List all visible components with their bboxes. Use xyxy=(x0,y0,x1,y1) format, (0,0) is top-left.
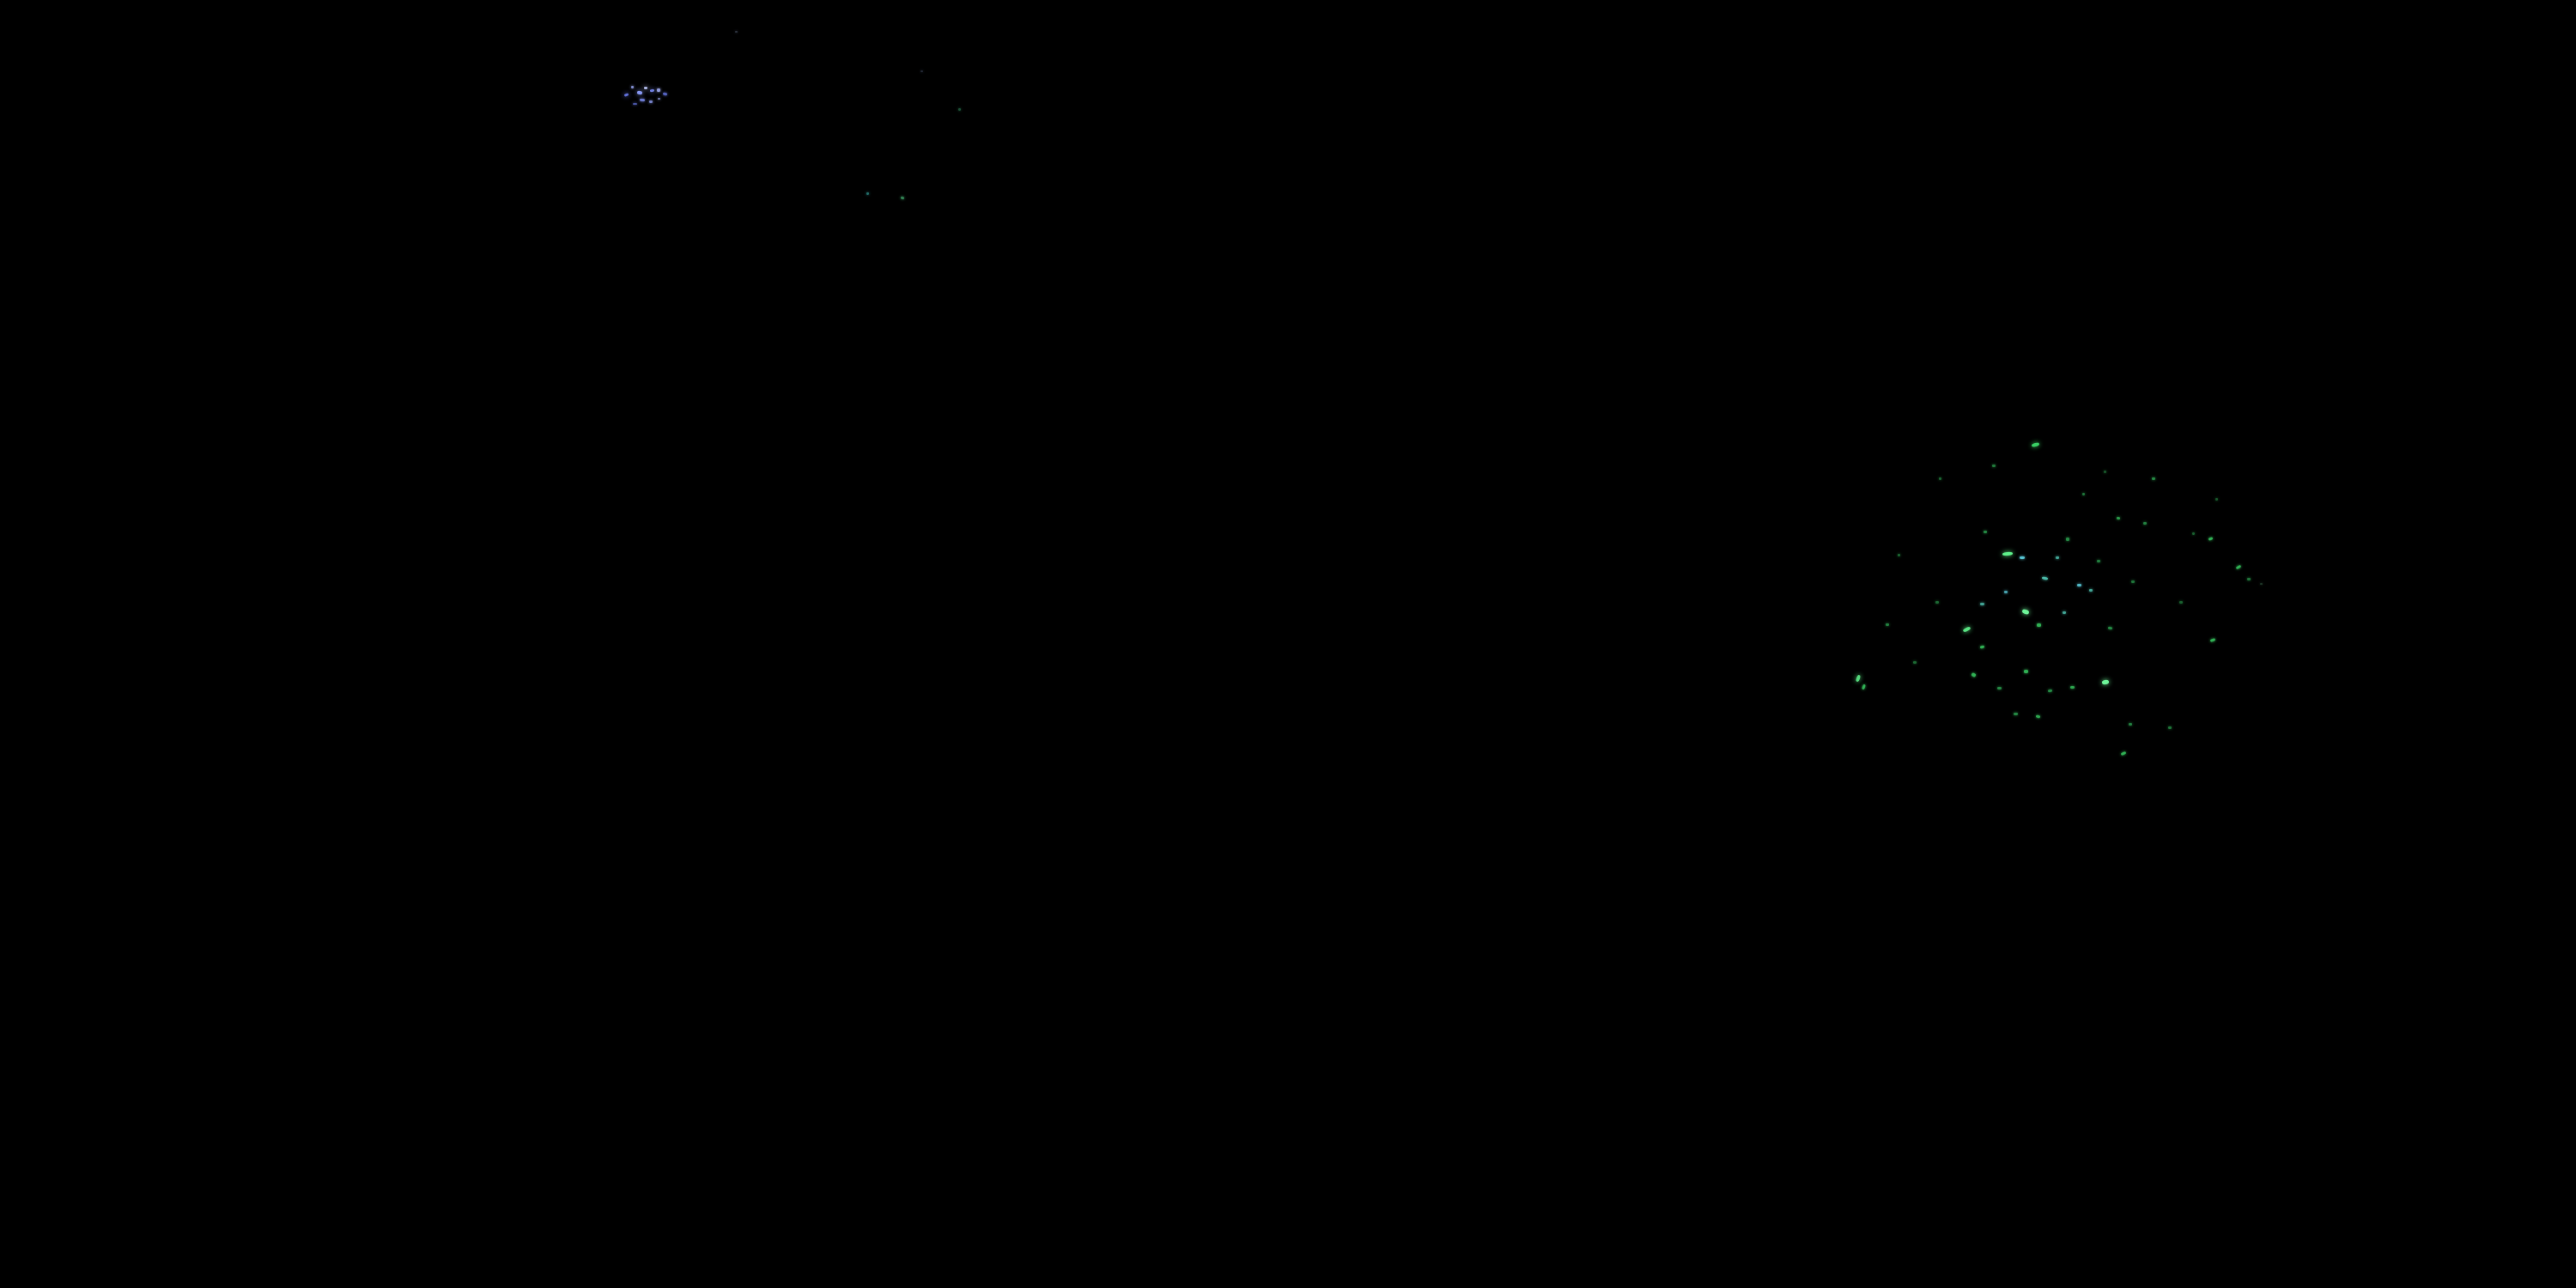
particle-green-cluster xyxy=(1984,531,1987,533)
particle-green-cluster xyxy=(2035,714,2041,719)
particle-green-cluster xyxy=(2192,532,2195,535)
particle-blue-cluster xyxy=(657,88,660,92)
particle-blue-cluster xyxy=(639,98,646,102)
particle-green-cluster xyxy=(2209,638,2216,642)
particle-green-cluster xyxy=(2004,591,2008,593)
particle-blue-cluster xyxy=(649,100,653,103)
particle-green-cluster xyxy=(2152,477,2155,480)
particle-green-cluster xyxy=(2070,686,2075,689)
particle-green-cluster xyxy=(1855,674,1862,683)
particle-blue-cluster xyxy=(649,88,655,93)
particle-green-cluster xyxy=(2047,689,2053,693)
particle-green-cluster xyxy=(1898,554,1900,556)
particle-green-cluster xyxy=(2021,608,2030,616)
particle-blue-cluster xyxy=(658,98,660,100)
particle-green-cluster xyxy=(2031,441,2040,448)
particle-green-cluster xyxy=(2129,723,2132,726)
particle-green-cluster xyxy=(2168,726,2172,729)
particle-green-cluster xyxy=(2014,713,2018,715)
particle-green-cluster xyxy=(2101,679,2110,685)
particle-green-cluster xyxy=(2120,750,2127,756)
particle-green-cluster xyxy=(2107,626,2113,630)
particle-blue-cluster xyxy=(633,103,637,105)
particle-green-cluster xyxy=(1997,687,2002,690)
particle-stray-specks xyxy=(735,31,738,33)
particle-green-cluster xyxy=(2056,556,2059,559)
particle-green-cluster xyxy=(2066,538,2069,541)
particle-green-cluster xyxy=(2215,498,2218,501)
particle-green-cluster xyxy=(2020,556,2025,559)
particle-blue-cluster xyxy=(623,93,629,97)
particle-green-cluster xyxy=(2208,537,2214,541)
particle-blue-cluster xyxy=(644,87,647,89)
particle-green-cluster xyxy=(1862,683,1866,690)
particle-green-cluster xyxy=(1935,601,1939,604)
particle-green-cluster xyxy=(2179,601,2183,604)
particle-green-cluster xyxy=(1979,645,1985,649)
particle-green-cluster xyxy=(2063,611,2066,614)
particle-green-cluster xyxy=(1962,626,1971,633)
particle-green-cluster xyxy=(2097,560,2100,562)
particle-blue-cluster xyxy=(662,92,668,96)
particle-green-cluster xyxy=(2143,522,2147,525)
particle-green-cluster xyxy=(1913,661,1917,664)
particle-green-cluster xyxy=(1939,477,1941,480)
particle-stray-specks xyxy=(900,196,905,200)
particle-green-cluster xyxy=(2235,564,2242,570)
particle-green-cluster xyxy=(2002,551,2014,556)
particle-green-cluster xyxy=(1980,603,1984,605)
particle-green-cluster xyxy=(2247,578,2251,580)
particle-green-cluster xyxy=(2131,580,2135,583)
particle-stray-specks xyxy=(920,70,923,72)
particle-green-cluster xyxy=(1992,465,1996,467)
particle-blue-cluster xyxy=(631,86,634,88)
particle-stray-specks xyxy=(958,108,961,111)
particle-green-cluster xyxy=(2041,576,2049,580)
particle-stray-specks xyxy=(866,192,869,195)
particle-green-cluster xyxy=(2077,584,2081,586)
particle-green-cluster xyxy=(2116,516,2121,520)
particle-stray-specks xyxy=(2260,583,2263,585)
particle-green-cluster xyxy=(2104,471,2106,473)
particle-green-cluster xyxy=(1886,623,1889,626)
particle-green-cluster xyxy=(2082,493,2085,495)
particle-green-cluster xyxy=(1971,672,1977,677)
particle-green-cluster xyxy=(2037,623,2041,627)
particle-green-cluster xyxy=(2024,670,2028,673)
particle-green-cluster xyxy=(2089,589,2093,592)
particle-blue-cluster xyxy=(636,90,643,95)
